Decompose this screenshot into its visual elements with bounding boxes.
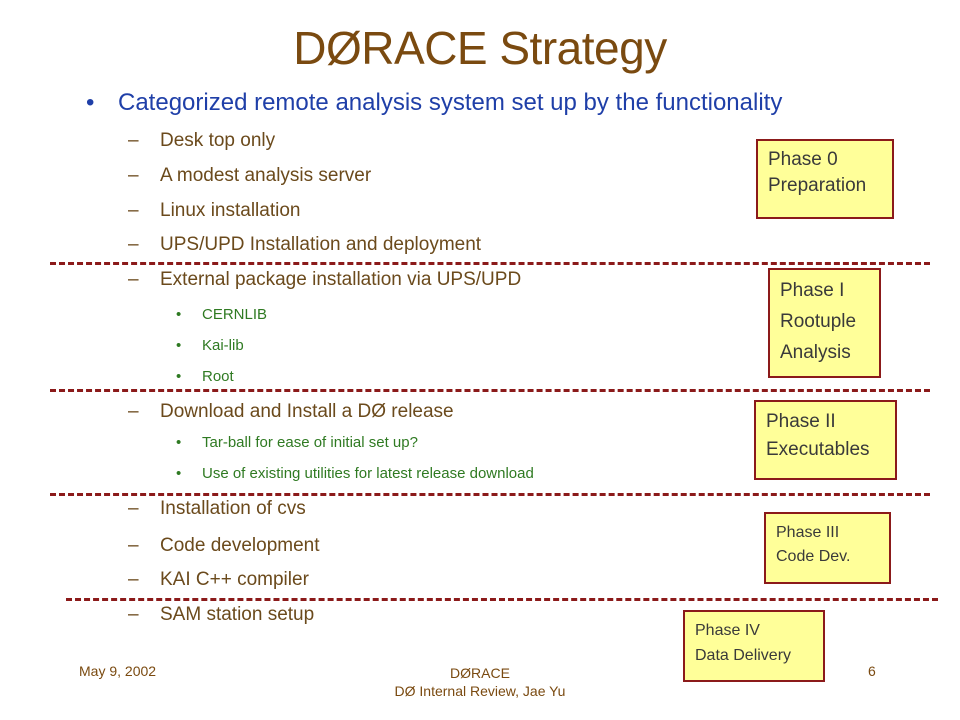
phase-separator xyxy=(50,389,930,392)
bullet-glyph: • xyxy=(176,465,182,482)
dash-glyph: – xyxy=(128,535,139,556)
sub-item-text: Kai-lib xyxy=(202,337,244,354)
sub-item-text: Root xyxy=(202,368,234,385)
phase-label: Phase II xyxy=(766,411,836,432)
item-text: Linux installation xyxy=(160,200,301,221)
phase-separator xyxy=(66,598,938,601)
dash-glyph: – xyxy=(128,130,139,151)
main-bullet-text: Categorized remote analysis system set u… xyxy=(118,89,783,116)
item-text: Desk top only xyxy=(160,130,276,151)
phase-box-1: Phase I Rootuple Analysis xyxy=(768,268,881,378)
dash-glyph: – xyxy=(128,269,139,290)
item-text: Download and Install a DØ release xyxy=(160,401,454,422)
phase-label: Phase I xyxy=(780,280,845,301)
sub-item-text: Use of existing utilities for latest rel… xyxy=(202,465,534,482)
phase-description: Data Delivery xyxy=(695,647,792,664)
phase-separator xyxy=(50,493,930,496)
phase-box-3: Phase III Code Dev. xyxy=(764,512,891,584)
footer-date: May 9, 2002 xyxy=(79,663,157,679)
sub-item-text: Tar-ball for ease of initial set up? xyxy=(202,434,418,451)
dash-glyph: – xyxy=(128,234,139,255)
phase-description: Code Dev. xyxy=(776,548,851,565)
footer-center: DØRACE DØ Internal Review, Jae Yu xyxy=(0,664,960,700)
dash-glyph: – xyxy=(128,401,139,422)
dash-glyph: – xyxy=(128,498,139,519)
page-number: 6 xyxy=(868,663,876,679)
item-text: KAI C++ compiler xyxy=(160,569,309,590)
phase-description: Rootuple xyxy=(780,311,857,332)
item-text: Installation of cvs xyxy=(160,498,306,519)
phase-description: Preparation xyxy=(768,175,867,196)
item-text: SAM station setup xyxy=(160,604,315,625)
phase-label: Phase IV xyxy=(695,622,760,639)
dash-glyph: – xyxy=(128,569,139,590)
phase-description: Executables xyxy=(766,439,870,460)
slide-title: DØRACE Strategy xyxy=(293,22,667,74)
dash-glyph: – xyxy=(128,200,139,221)
phase-box-0: Phase 0 Preparation xyxy=(756,139,894,219)
bullet-glyph: • xyxy=(176,434,182,451)
dash-glyph: – xyxy=(128,165,139,186)
bullet-glyph: • xyxy=(176,337,182,354)
phase-label: Phase III xyxy=(776,524,840,541)
bullet-glyph: • xyxy=(86,89,95,116)
phase-description: Analysis xyxy=(780,342,851,363)
footer-center-line2: DØ Internal Review, Jae Yu xyxy=(394,683,566,699)
phase-box-4: Phase IV Data Delivery xyxy=(683,610,825,682)
item-text: UPS/UPD Installation and deployment xyxy=(160,234,482,255)
dash-glyph: – xyxy=(128,604,139,625)
phase-separator xyxy=(50,262,930,265)
item-text: A modest analysis server xyxy=(160,165,372,186)
bullet-glyph: • xyxy=(176,306,182,323)
item-text: Code development xyxy=(160,535,320,556)
phase-box-2: Phase II Executables xyxy=(754,400,897,480)
item-text: External package installation via UPS/UP… xyxy=(160,269,522,290)
bullet-glyph: • xyxy=(176,368,182,385)
sub-item-text: CERNLIB xyxy=(202,306,268,323)
footer-center-line1: DØRACE xyxy=(450,665,510,681)
phase-label: Phase 0 xyxy=(768,149,838,170)
